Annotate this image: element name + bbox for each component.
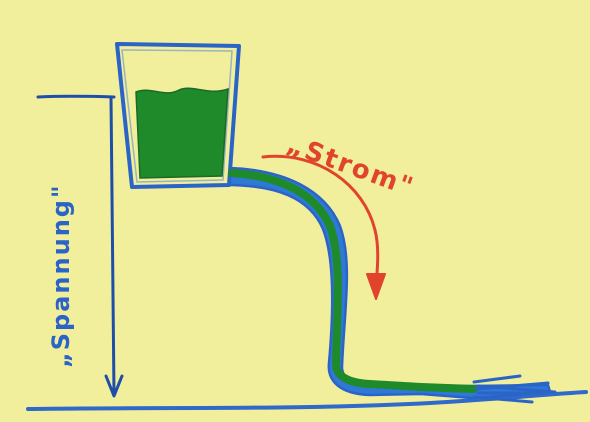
water-in-vessel — [136, 88, 228, 178]
current-arrow-head — [367, 274, 385, 299]
pipe-outline — [230, 168, 550, 398]
flowing-water — [232, 173, 474, 389]
voltage-top-tick — [38, 96, 114, 97]
voltage-label: „Spannung" — [47, 184, 75, 368]
voltage-arrow-shaft — [111, 97, 114, 394]
